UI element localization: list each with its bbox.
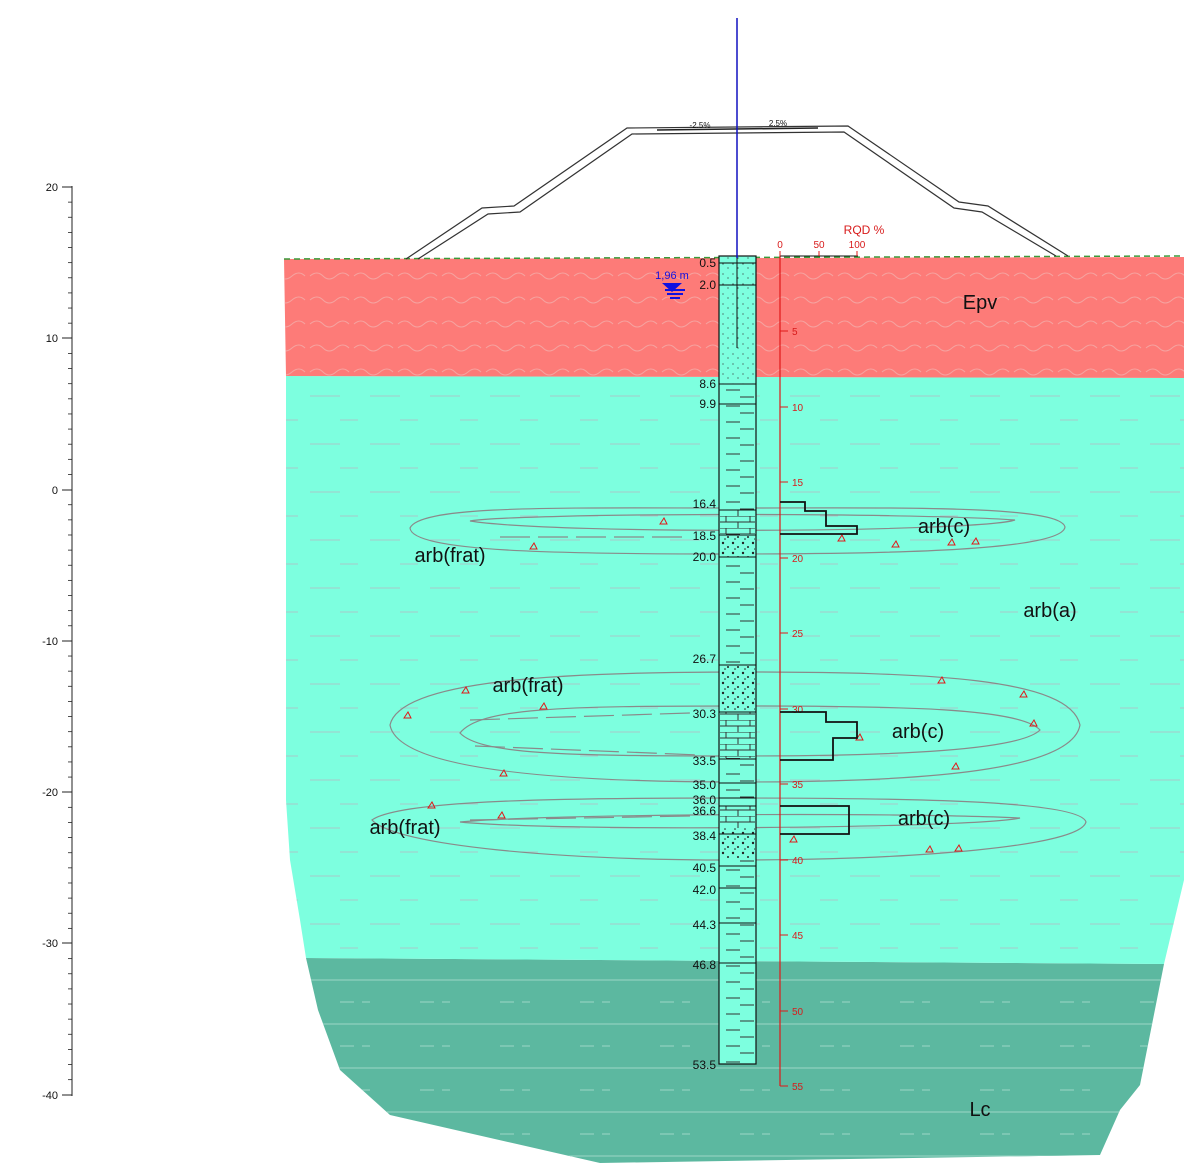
- elevation-label: -30: [42, 938, 58, 950]
- depth-label: 38.4: [693, 829, 717, 843]
- rqd-depth-label: 20: [792, 554, 804, 565]
- depth-label: 42.0: [693, 883, 717, 897]
- lens-3: [371, 797, 1087, 861]
- depth-label: 40.5: [693, 861, 717, 875]
- water-table-label: 1,96 m: [655, 270, 689, 282]
- layer-label-epv: Epv: [963, 292, 997, 314]
- lens-label-frat: arb(frat): [369, 817, 440, 839]
- depth-label: 35.0: [693, 778, 717, 792]
- rqd-depth-label: 15: [792, 478, 804, 489]
- depth-label: 36.0: [693, 793, 717, 807]
- lens-label-frat: arb(frat): [492, 675, 563, 697]
- rqd-depth-label: 40: [792, 856, 804, 867]
- elevation-label: 10: [46, 333, 58, 345]
- lens-label-c: arb(c): [898, 808, 950, 830]
- depth-labels: 0.5 2.0 8.6 9.9 16.4 18.5 20.0 26.7 30.3…: [693, 256, 717, 1072]
- rqd-tick-label: 0: [777, 240, 783, 251]
- rqd-profile-3: [780, 805, 850, 835]
- lens-label-frat: arb(frat): [414, 545, 485, 567]
- depth-label: 0.5: [699, 256, 716, 270]
- elevation-label: 20: [46, 182, 58, 194]
- elevation-label: -40: [42, 1090, 58, 1102]
- depth-label: 30.3: [693, 707, 717, 721]
- elevation-minor-ticks: [68, 201, 72, 1081]
- lens-1: [409, 507, 1066, 555]
- rqd-title: RQD %: [844, 223, 885, 237]
- depth-label: 20.0: [693, 550, 717, 564]
- depth-label: 8.6: [699, 377, 716, 391]
- depth-label: 44.3: [693, 918, 717, 932]
- rqd-depth-label: 45: [792, 931, 804, 942]
- rqd-profile-1: [780, 501, 858, 535]
- rqd-tick-label: 100: [849, 240, 866, 251]
- elevation-label: 0: [52, 485, 58, 497]
- layer-label-arb-a: arb(a): [1023, 600, 1076, 622]
- elevation-major-ticks: [62, 186, 72, 1096]
- slope-right-label: 2.5%: [769, 119, 787, 128]
- rqd-tick-label: 50: [813, 240, 825, 251]
- depth-label: 33.5: [693, 754, 717, 768]
- rqd-depth-label: 30: [792, 705, 804, 716]
- borehole-column: [718, 255, 757, 1065]
- lens-label-c: arb(c): [918, 516, 970, 538]
- elevation-label: -20: [42, 787, 58, 799]
- lens-label-c: arb(c): [892, 721, 944, 743]
- depth-label: 36.6: [693, 804, 717, 818]
- rqd-plot: RQD % 0 50 100 5 10 15 20 25 30 35 40 45…: [777, 223, 884, 1093]
- rqd-depth-label: 50: [792, 1007, 804, 1018]
- depth-label: 53.5: [693, 1058, 717, 1072]
- depth-label: 46.8: [693, 958, 717, 972]
- water-table-marker: 1,96 m: [655, 270, 689, 299]
- rqd-depth-label: 10: [792, 403, 804, 414]
- depth-label: 2.0: [699, 278, 716, 292]
- slope-left-label: -2.5%: [690, 121, 711, 130]
- layer-label-lc: Lc: [969, 1099, 990, 1121]
- rqd-profile-2: [780, 711, 858, 761]
- elevation-label: -10: [42, 636, 58, 648]
- rqd-depth-label: 35: [792, 780, 804, 791]
- water-table-icon: [662, 283, 682, 292]
- depth-label: 18.5: [693, 529, 717, 543]
- rqd-depth-label: 5: [792, 327, 798, 338]
- rqd-depth-label: 25: [792, 629, 804, 640]
- lens-2: [389, 671, 1081, 783]
- rqd-depth-label: 55: [792, 1082, 804, 1093]
- depth-label: 26.7: [693, 652, 717, 666]
- depth-label: 9.9: [699, 397, 716, 411]
- elevation-scale: 20 10 0 -10 -20 -30 -40: [42, 182, 73, 1102]
- depth-label: 16.4: [693, 497, 717, 511]
